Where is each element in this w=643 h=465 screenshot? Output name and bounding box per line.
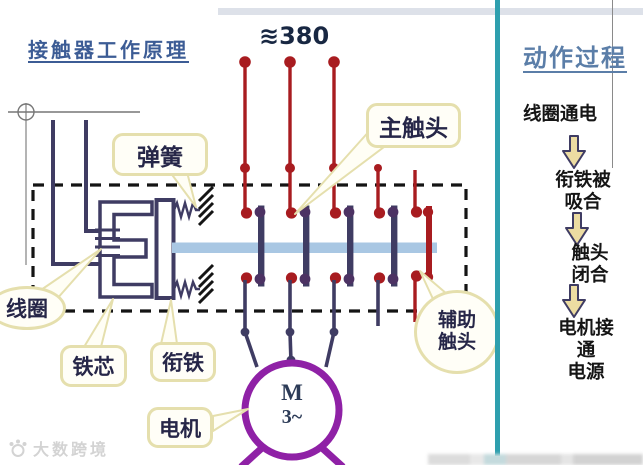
label-spring: 弹簧 xyxy=(112,133,208,176)
label-aux-contact: 辅助 触头 xyxy=(414,290,500,374)
down-arrow-icon xyxy=(562,135,586,169)
coil-wires xyxy=(51,120,100,266)
wall-hatch-bottom xyxy=(197,263,215,305)
blur-block xyxy=(484,454,506,465)
watermark-text: 大数跨境 xyxy=(33,442,110,459)
top-gray-bar xyxy=(218,8,643,15)
blur-block xyxy=(561,454,573,465)
label-coil: 线圈 xyxy=(0,286,66,330)
blur-block xyxy=(506,454,561,465)
motor-letter: M xyxy=(281,380,303,405)
label-main-contact: 主触头 xyxy=(366,103,461,148)
blur-block xyxy=(428,454,470,465)
down-arrow-icon xyxy=(565,212,589,246)
process-step-3: 触头闭合 xyxy=(571,244,609,286)
main-contact-2 xyxy=(284,56,311,337)
section-divider xyxy=(495,0,500,456)
wall-hatch-top xyxy=(197,185,215,227)
dashed-enclosure xyxy=(31,183,468,313)
spring-top xyxy=(172,198,200,222)
armature-pointer xyxy=(160,299,178,345)
control-circuit xyxy=(8,103,140,265)
motor-symbol-text: M 3~ xyxy=(262,381,322,429)
coil-winding xyxy=(95,228,120,257)
down-arrow-icon xyxy=(562,284,586,318)
process-step-4: 电机接通 电源 xyxy=(558,319,614,383)
contact-4 xyxy=(373,164,399,326)
watermark-logo-icon xyxy=(9,439,27,457)
watermark: 大数跨境 xyxy=(8,436,109,460)
process-step-1: 线圈通电 xyxy=(522,105,598,125)
label-motor: 电机 xyxy=(147,407,213,448)
main-contact-1 xyxy=(239,56,266,337)
process-panel-title: 动作过程 xyxy=(523,46,627,72)
main-contact-3 xyxy=(328,56,355,337)
bottom-blur-bar xyxy=(428,454,643,465)
motor-phase: 3~ xyxy=(281,406,303,428)
thin-vertical-line xyxy=(612,0,613,168)
blur-block xyxy=(470,454,484,465)
core-pointer xyxy=(83,298,114,348)
armature-plate xyxy=(154,198,176,300)
springs xyxy=(172,198,200,301)
process-step-2: 衔铁被吸合 xyxy=(555,171,611,213)
blur-block xyxy=(573,454,643,465)
motor-symbol-circle xyxy=(238,359,346,465)
voltage-label: ≋380 xyxy=(259,22,330,50)
label-armature: 衔铁 xyxy=(150,342,216,382)
motor-pointer xyxy=(212,408,249,432)
page-title: 接触器工作原理 xyxy=(28,40,189,62)
spring-bottom xyxy=(172,277,200,301)
label-core: 铁芯 xyxy=(60,345,127,387)
iron-core xyxy=(98,200,154,299)
